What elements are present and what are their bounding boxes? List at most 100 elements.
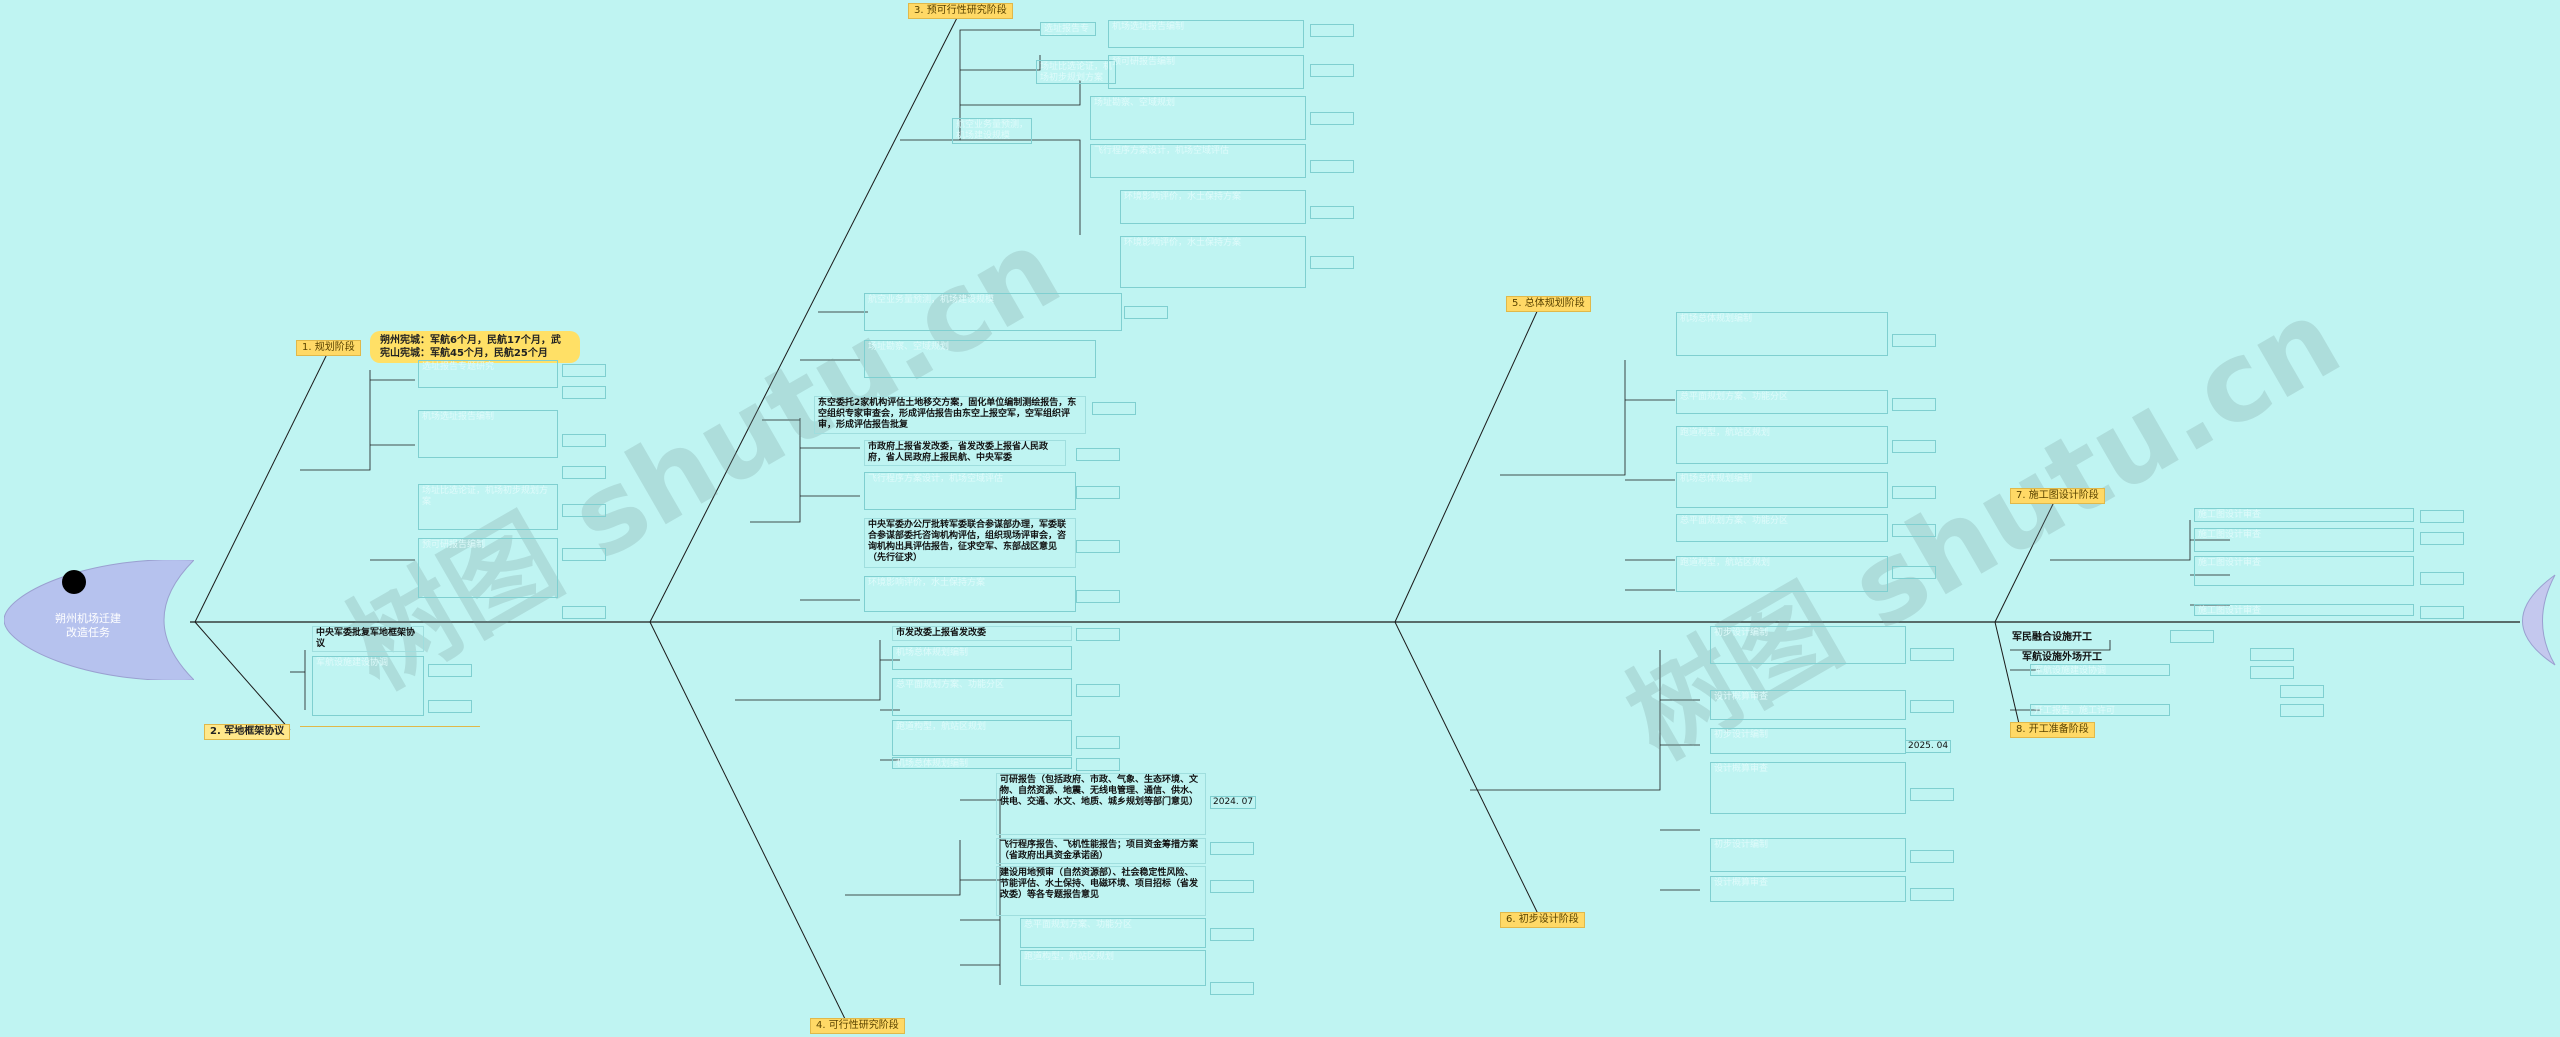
date-slot-40 bbox=[2280, 704, 2324, 717]
box-s1-2-detail[interactable]: 机场选址报告编制 bbox=[418, 410, 558, 458]
box-s4-4-detail[interactable]: 机场总体规划编制 bbox=[892, 757, 1072, 769]
date-slot-14 bbox=[1076, 684, 1120, 697]
box-s3-8-detail[interactable]: 场址勘察、空域规划 bbox=[864, 340, 1096, 378]
city-dev-submission[interactable]: 市发改委上报省发改委 bbox=[892, 626, 1072, 641]
date-slot-1 bbox=[1310, 24, 1354, 37]
date-slot-10 bbox=[1076, 486, 1120, 499]
military-field-start[interactable]: 军航设施外场开工 bbox=[2022, 652, 2102, 663]
central-military-review[interactable]: 中央军委办公厅批转军委联合参谋部办理，军委联合参谋部委托咨询机构评估，组织现场评… bbox=[864, 518, 1076, 568]
box-s3-1[interactable]: 选址报告专题研究 bbox=[1040, 22, 1096, 36]
box-s3-2-detail[interactable]: 预可研报告编制 bbox=[1108, 55, 1304, 89]
box-s5-6-detail[interactable]: 跑道构型，航站区规划 bbox=[1676, 556, 1888, 592]
land-transfer-evaluation[interactable]: 东空委托2家机构评估土地移交方案，固化单位编制测绘报告，东空组织专家审查会，形成… bbox=[814, 396, 1086, 434]
box-s3-10-detail[interactable]: 环境影响评价，水土保持方案 bbox=[864, 576, 1076, 612]
s7-s8-branches bbox=[2010, 520, 2230, 711]
flight-procedure-report[interactable]: 飞行程序报告、飞机性能报告；项目资金筹措方案（省政府出具资金承诺函） bbox=[996, 838, 1206, 864]
date-slot-17 bbox=[1210, 842, 1254, 855]
box-s5-3-detail[interactable]: 跑道构型，航站区规划 bbox=[1676, 426, 1888, 464]
fish-eye bbox=[62, 570, 86, 594]
box-s1-4-detail[interactable]: 预可研报告编制 bbox=[418, 538, 558, 598]
box-s3-4-detail[interactable]: 飞行程序方案设计，机场空域评估 bbox=[1090, 144, 1306, 178]
land-use-preliminary[interactable]: 建设用地预审（自然资源部）、社会稳定性风险、节能评估、水土保持、电磁环境、项目招… bbox=[996, 866, 1206, 916]
box-s4-6-detail[interactable]: 跑道构型，航站区规划 bbox=[1020, 950, 1206, 986]
date-slot-19 bbox=[1210, 928, 1254, 941]
box-s3-3[interactable]: 航空业务量预测，机场建设规模 bbox=[952, 118, 1032, 144]
box-s1-1-detail[interactable]: 选址报告专题研究 bbox=[418, 360, 558, 388]
box-s5-1-detail[interactable]: 机场总体规划编制 bbox=[1676, 312, 1888, 356]
date-slot-35 bbox=[2420, 606, 2464, 619]
military-agreement-approval[interactable]: 中央军委批复军地框架协议 bbox=[312, 626, 424, 652]
box-s6-3-detail[interactable]: 初步设计编制 bbox=[1710, 728, 1906, 754]
box-s2-1-detail[interactable]: 军航设施建设协调 bbox=[312, 656, 424, 716]
box-s4-5-detail[interactable]: 总平面规划方案、功能分区 bbox=[1020, 918, 1206, 948]
box-s3-3-detail[interactable]: 场址勘察、空域规划 bbox=[1090, 96, 1306, 140]
date-slot-15 bbox=[1076, 736, 1120, 749]
box-s5-4-detail[interactable]: 机场总体规划编制 bbox=[1676, 472, 1888, 508]
date-slot-5 bbox=[1310, 206, 1354, 219]
box-s6-6-detail[interactable]: 设计概算审查 bbox=[1710, 876, 1906, 902]
box-s3-9-detail[interactable]: 飞行程序方案设计，机场空域评估 bbox=[864, 472, 1076, 510]
stage-1-label[interactable]: 1. 规划阶段 bbox=[296, 340, 361, 356]
box-s8-2-detail[interactable]: 开工报告，施工许可 bbox=[2030, 704, 2170, 716]
bone-s6 bbox=[1394, 621, 1541, 919]
date-slot-31 bbox=[1910, 888, 1954, 901]
stage-8-label[interactable]: 8. 开工准备阶段 bbox=[2010, 722, 2095, 738]
box-s6-5-detail[interactable]: 初步设计编制 bbox=[1710, 838, 1906, 872]
date-slot-38 bbox=[2250, 666, 2294, 679]
date-slot-24 bbox=[1892, 486, 1936, 499]
stage-2-label[interactable]: 2. 军地框架协议 bbox=[204, 724, 291, 740]
date-slot-25 bbox=[1892, 524, 1936, 537]
box-s3-2[interactable]: 场址比选论证，机场初步规划方案 bbox=[1036, 60, 1116, 84]
box-s4-2-detail[interactable]: 总平面规划方案、功能分区 bbox=[892, 678, 1072, 716]
date-design: 2025. 04 bbox=[1905, 740, 1952, 753]
date-slot-49 bbox=[428, 700, 472, 713]
date-slot-20 bbox=[1210, 982, 1254, 995]
stage-4-label[interactable]: 4. 可行性研究阶段 bbox=[810, 1018, 905, 1034]
box-s7-2-detail[interactable]: 施工图设计审查 bbox=[2194, 528, 2414, 552]
civil-military-start[interactable]: 军民融合设施开工 bbox=[2012, 632, 2092, 643]
timeline-badge: 朔州宪城：军航6个月，民航17个月，武宪山宪城：军航45个月，民航25个月 bbox=[370, 331, 580, 363]
box-s7-1-detail[interactable]: 施工图设计审查 bbox=[2194, 508, 2414, 522]
box-s3-6-detail[interactable]: 环境影响评价，水土保持方案 bbox=[1120, 236, 1306, 288]
box-s8-1-detail[interactable]: 军航设施建设协调 bbox=[2030, 664, 2170, 676]
s4-branches bbox=[735, 640, 1001, 985]
bone-s3 bbox=[649, 11, 961, 623]
date-slot-44 bbox=[562, 466, 606, 479]
provincial-submission[interactable]: 市政府上报省发改委，省发改委上报省人民政府，省人民政府上报民航、中央军委 bbox=[864, 440, 1066, 466]
date-slot-42 bbox=[562, 386, 606, 399]
date-slot-12 bbox=[1076, 590, 1120, 603]
date-slot-48 bbox=[428, 664, 472, 677]
date-slot-32 bbox=[2420, 510, 2464, 523]
date-slot-9 bbox=[1076, 448, 1120, 461]
date-slot-45 bbox=[562, 504, 606, 517]
bone-s5 bbox=[1394, 304, 1541, 623]
date-slot-27 bbox=[1910, 648, 1954, 661]
fish-tail bbox=[2522, 574, 2556, 666]
box-s5-2-detail[interactable]: 总平面规划方案、功能分区 bbox=[1676, 390, 1888, 414]
box-s5-5-detail[interactable]: 总平面规划方案、功能分区 bbox=[1676, 514, 1888, 542]
date-slot-47 bbox=[562, 606, 606, 619]
date-slot-34 bbox=[2420, 572, 2464, 585]
feasibility-report[interactable]: 可研报告（包括政府、市政、气象、生态环境、文物、自然资源、地震、无线电管理、通信… bbox=[996, 773, 1206, 835]
bone-s2 bbox=[194, 621, 291, 731]
stage-3-label[interactable]: 3. 预可行性研究阶段 bbox=[908, 3, 1013, 19]
box-s6-1-detail[interactable]: 初步设计编制 bbox=[1710, 626, 1906, 664]
box-s1-3-detail[interactable]: 场址比选论证，机场初步规划方案 bbox=[418, 484, 558, 530]
box-s6-2-detail[interactable]: 设计概算审查 bbox=[1710, 690, 1906, 720]
date-slot-22 bbox=[1892, 398, 1936, 411]
box-s3-1-detail[interactable]: 机场选址报告编制 bbox=[1108, 20, 1304, 48]
stage-7-label[interactable]: 7. 施工图设计阶段 bbox=[2010, 488, 2105, 504]
box-s6-4-detail[interactable]: 设计概算审查 bbox=[1710, 762, 1906, 814]
date-slot-18 bbox=[1210, 880, 1254, 893]
date-slot-41 bbox=[562, 364, 606, 377]
date-feasibility: 2024. 07 bbox=[1210, 796, 1257, 809]
box-s3-5-detail[interactable]: 环境影响评价，水土保持方案 bbox=[1120, 190, 1306, 224]
box-s4-3-detail[interactable]: 跑道构型，航站区规划 bbox=[892, 720, 1072, 756]
box-s7-4-detail[interactable]: 施工图设计审查 bbox=[2194, 604, 2414, 616]
box-s4-1-detail[interactable]: 机场总体规划编制 bbox=[892, 646, 1072, 670]
box-s3-7-detail[interactable]: 航空业务量预测，机场建设规模 bbox=[864, 293, 1122, 331]
stage-6-label[interactable]: 6. 初步设计阶段 bbox=[1500, 912, 1585, 928]
box-s7-3-detail[interactable]: 施工图设计审查 bbox=[2194, 556, 2414, 586]
stage-5-label[interactable]: 5. 总体规划阶段 bbox=[1506, 296, 1591, 312]
s1-s2-branches bbox=[290, 370, 415, 710]
